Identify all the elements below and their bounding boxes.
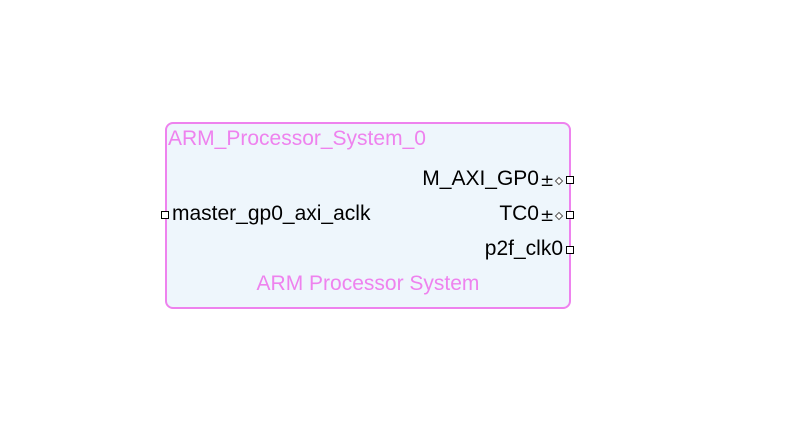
- bus-expand-icon-m-axi-gp0[interactable]: ±: [540, 171, 555, 191]
- output-port-label-p2f-clk0: p2f_clk0: [484, 237, 563, 260]
- bus-expand-icon-tc0[interactable]: ±: [540, 206, 555, 226]
- block-type-name: ARM Processor System: [256, 272, 480, 295]
- output-port-label-m-axi-gp0: M_AXI_GP0: [422, 167, 539, 190]
- input-port-pin-master-gp0-axi-aclk[interactable]: [161, 211, 169, 219]
- block-instance-name: ARM_Processor_System_0: [168, 127, 426, 150]
- input-port-label-master-gp0-axi-aclk: master_gp0_axi_aclk: [172, 202, 371, 225]
- output-port-label-tc0: TC0: [499, 202, 539, 225]
- arm-processor-system-block[interactable]: [165, 122, 571, 309]
- output-port-pin-tc0[interactable]: [566, 211, 574, 219]
- output-port-pin-p2f-clk0[interactable]: [566, 246, 574, 254]
- output-port-pin-m-axi-gp0[interactable]: [566, 176, 574, 184]
